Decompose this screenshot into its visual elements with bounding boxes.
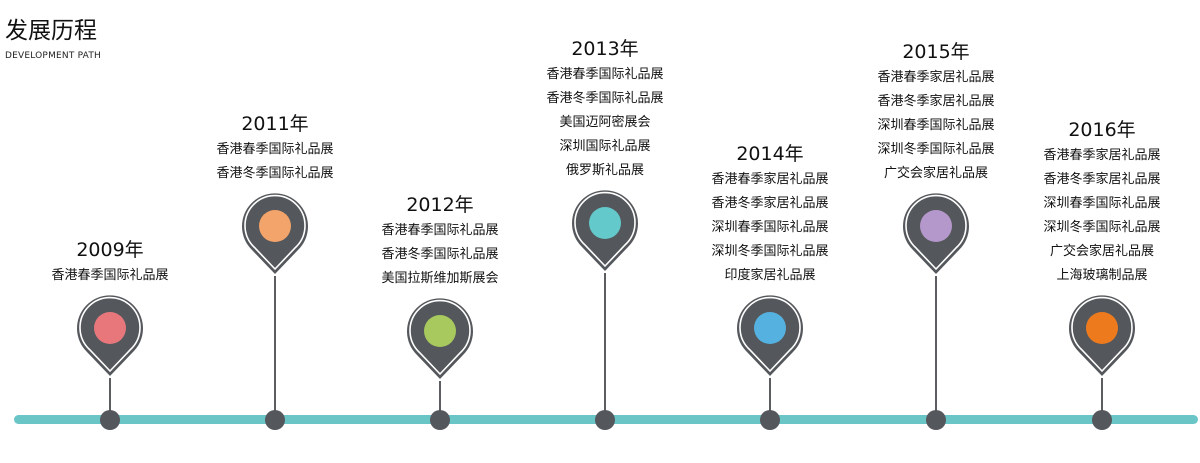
milestone-event: 广交会家居礼品展: [883, 166, 988, 181]
milestone-node: [595, 410, 615, 430]
milestone-node: [926, 410, 946, 430]
page-title: 发展历程: [5, 18, 97, 44]
milestone-event: 俄罗斯礼品展: [565, 163, 644, 178]
map-pin-icon: [903, 193, 969, 274]
milestone-stem: [274, 276, 276, 420]
milestone-event: 香港春季国际礼品展: [216, 142, 334, 157]
milestone-event: 深圳冬季国际礼品展: [1043, 220, 1161, 235]
milestone-event-list: 香港春季家居礼品展香港冬季家居礼品展深圳春季国际礼品展深圳冬季国际礼品展印度家居…: [670, 168, 870, 288]
milestone-event: 香港冬季国际礼品展: [381, 247, 499, 262]
milestone-event: 香港春季国际礼品展: [381, 223, 499, 238]
milestone-event: 深圳国际礼品展: [559, 139, 651, 154]
milestone-event: 美国拉斯维加斯展会: [381, 271, 499, 286]
milestone-event: 香港冬季国际礼品展: [546, 91, 664, 106]
milestone-event: 上海玻璃制品展: [1056, 268, 1148, 283]
milestone-event: 深圳春季国际礼品展: [1043, 196, 1161, 211]
milestone-node: [265, 410, 285, 430]
milestone-year: 2013年: [571, 38, 639, 60]
milestone-event-list: 香港春季国际礼品展香港冬季国际礼品展美国迈阿密展会深圳国际礼品展俄罗斯礼品展: [505, 63, 705, 183]
milestone-stem: [439, 381, 441, 420]
milestone-stem: [935, 276, 937, 420]
map-pin-icon: [242, 193, 308, 274]
milestone-stem: [1101, 378, 1103, 420]
milestone-event: 美国迈阿密展会: [559, 115, 651, 130]
milestone-event: 香港春季家居礼品展: [711, 172, 829, 187]
milestone-node: [760, 410, 780, 430]
milestone-year: 2012年: [406, 194, 474, 216]
milestone-node: [100, 410, 120, 430]
milestone-event: 香港春季国际礼品展: [51, 268, 169, 283]
milestone-event: 香港冬季家居礼品展: [877, 94, 995, 109]
map-pin-icon: [407, 298, 473, 379]
milestone-event: 深圳春季国际礼品展: [877, 118, 995, 133]
milestone-event: 香港冬季家居礼品展: [711, 196, 829, 211]
map-pin-icon: [77, 295, 143, 376]
milestone-stem: [769, 378, 771, 420]
map-pin-icon: [737, 295, 803, 376]
milestone-year: 2011年: [241, 113, 309, 135]
milestone-year: 2016年: [1068, 119, 1136, 141]
milestone-event: 香港冬季家居礼品展: [1043, 172, 1161, 187]
milestone-node: [430, 410, 450, 430]
milestone-event-list: 香港春季家居礼品展香港冬季家居礼品展深圳春季国际礼品展深圳冬季国际礼品展广交会家…: [1002, 144, 1200, 288]
milestone-event: 深圳冬季国际礼品展: [711, 244, 829, 259]
milestone-event: 香港春季家居礼品展: [1043, 148, 1161, 163]
milestone-stem: [604, 273, 606, 420]
map-pin-icon: [1069, 295, 1135, 376]
milestone-stem: [109, 378, 111, 420]
milestone-event: 香港春季家居礼品展: [877, 70, 995, 85]
milestone-event: 深圳冬季国际礼品展: [877, 142, 995, 157]
milestone-event-list: 香港春季家居礼品展香港冬季家居礼品展深圳春季国际礼品展深圳冬季国际礼品展广交会家…: [836, 66, 1036, 186]
milestone-event: 香港春季国际礼品展: [546, 67, 664, 82]
milestone-event-list: 香港春季国际礼品展香港冬季国际礼品展美国拉斯维加斯展会: [340, 219, 540, 291]
milestone-year: 2014年: [736, 143, 804, 165]
milestone-event: 广交会家居礼品展: [1049, 244, 1154, 259]
milestone-event: 深圳春季国际礼品展: [711, 220, 829, 235]
map-pin-icon: [572, 190, 638, 271]
milestone-node: [1092, 410, 1112, 430]
milestone-year: 2009年: [76, 239, 144, 261]
milestone-event: 香港冬季国际礼品展: [216, 166, 334, 181]
page-subtitle: DEVELOPMENT PATH: [5, 51, 101, 61]
milestone-event-list: 香港春季国际礼品展香港冬季国际礼品展: [175, 138, 375, 186]
milestone-event: 印度家居礼品展: [724, 268, 816, 283]
milestone-event-list: 香港春季国际礼品展: [10, 264, 210, 288]
milestone-year: 2015年: [902, 41, 970, 63]
